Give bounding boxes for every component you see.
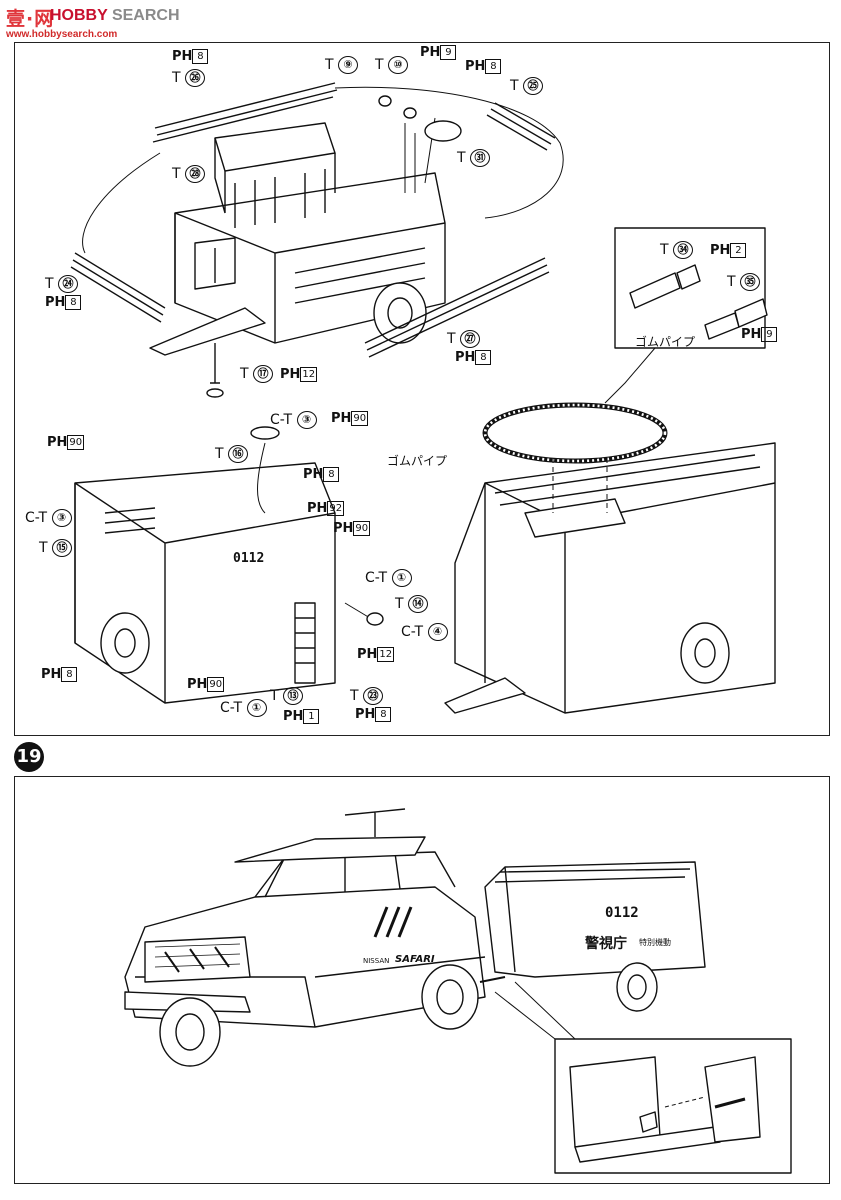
part-label-t24: T ㉔ — [45, 275, 79, 293]
part-label-t14: T ⑭ — [395, 595, 429, 613]
watermark-logo: 壹·网 — [6, 8, 55, 30]
watermark-url: www.hobbysearch.com — [6, 29, 118, 40]
part-label-t23: T ㉓ — [350, 687, 384, 705]
part-label-t17: T ⑰ — [240, 365, 274, 383]
part-label-t26: T ㉖ — [172, 69, 206, 87]
car-badge: SAFARI — [395, 954, 435, 965]
part-label-t15: T ⑮ — [39, 539, 73, 557]
part-label-t28: T ㉘ — [172, 165, 206, 183]
part-label-t35: T ㉟ — [727, 273, 761, 291]
trailer-exploded-drawing — [70, 82, 776, 714]
watermark-brand: HOBBY SEARCH — [50, 7, 180, 24]
hose-label: ゴムパイプ — [387, 454, 448, 468]
part-label-t10: T ⑩ — [375, 56, 409, 74]
part-label-t27: T ㉗ — [447, 330, 481, 348]
police-marking-sub: 特別機動 — [639, 938, 671, 947]
completed-vehicle-panel: 0112 警視庁 特別機動 NISSAN SAFARI — [14, 776, 830, 1184]
part-label-ct3: C-T ③ — [25, 509, 72, 527]
part-label-t9: T ⑨ — [325, 56, 359, 74]
step-number-badge: 19 — [14, 742, 44, 772]
part-label-t16: T ⑯ — [215, 445, 249, 463]
watermark: 壹·网 HOBBY SEARCH www.hobbysearch.com — [4, 2, 194, 42]
hose-label: ゴムパイプ — [635, 335, 696, 349]
part-label-ct3: C-T ③ — [270, 411, 317, 429]
vehicle-trailer-drawing — [124, 808, 792, 1174]
part-label-t34: T ㉞ — [660, 241, 694, 259]
car-badge-prefix: NISSAN — [363, 957, 390, 965]
part-label-ct4: C-T ④ — [401, 623, 448, 641]
part-label-t31: T ㉛ — [457, 149, 491, 167]
trailer-side-number: 0112 — [605, 905, 639, 921]
part-label-t13: T ⑬ — [270, 687, 304, 705]
part-label-ct1: C-T ① — [365, 569, 412, 587]
part-label-t25: T ㉕ — [510, 77, 544, 95]
part-label-ct1: C-T ① — [220, 699, 267, 717]
police-marking: 警視庁 — [585, 936, 627, 952]
trailer-number: 0112 — [233, 551, 265, 566]
